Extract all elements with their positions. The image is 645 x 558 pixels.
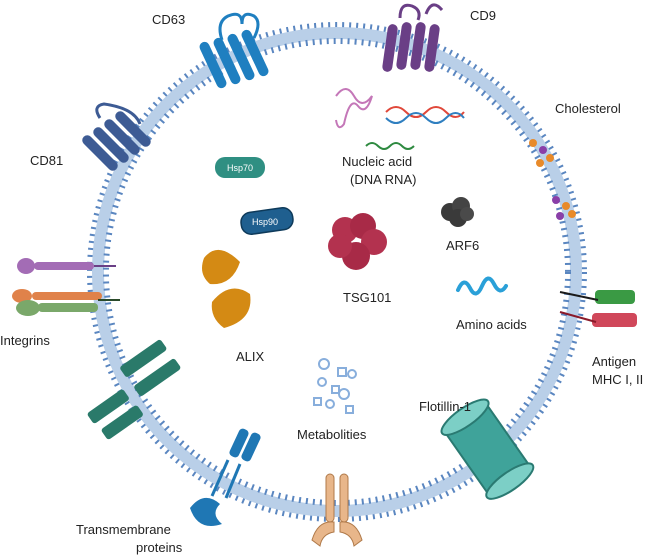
teal-receptor [87,339,181,440]
tsg101-label: TSG101 [343,290,391,305]
cholesterol-label: Cholesterol [555,101,621,116]
nucleic-acid-label-line1: Nucleic acid [342,154,412,169]
tsg101-protein [328,213,387,270]
nucleic-acid-label-line2: (DNA RNA) [350,172,416,187]
hsp90-protein: Hsp90 [240,207,294,235]
flotillin-label: Flotillin-1 [419,399,471,414]
amino-acids-label: Amino acids [456,317,527,332]
alix-protein [202,249,251,328]
metabolites-icon [313,358,357,414]
integrins-label: Integrins [0,333,50,348]
arf6-label: ARF6 [446,238,479,253]
cd63-protein [199,12,269,89]
transmembrane-protein [190,428,261,526]
antigen-label-line1: Antigen [592,354,636,369]
cholesterol-molecules [529,139,576,220]
cd63-label: CD63 [152,12,185,27]
nucleic-acid-icon [335,88,465,150]
cd81-protein [82,102,151,171]
transmembrane-label-line1: Transmembrane [76,522,171,537]
antigen-label-line2: MHC I, II [592,372,643,387]
cd9-protein [382,3,444,72]
cd9-label: CD9 [470,8,496,23]
flotillin-1-protein [440,398,535,500]
hsp70-protein: Hsp70 [215,157,265,178]
hsp90-label: Hsp90 [252,217,278,227]
arf6-protein [441,197,474,227]
cd81-label: CD81 [30,153,63,168]
hsp70-label: Hsp70 [227,163,253,173]
integrin-receptors [12,258,120,316]
amino-acids-icon [456,276,508,296]
orange-receptor [311,473,363,547]
antigen-mhc-receptor [559,290,637,327]
metabolities-label: Metabolities [297,427,367,442]
alix-label: ALIX [236,349,265,364]
transmembrane-label-line2: proteins [136,540,183,555]
